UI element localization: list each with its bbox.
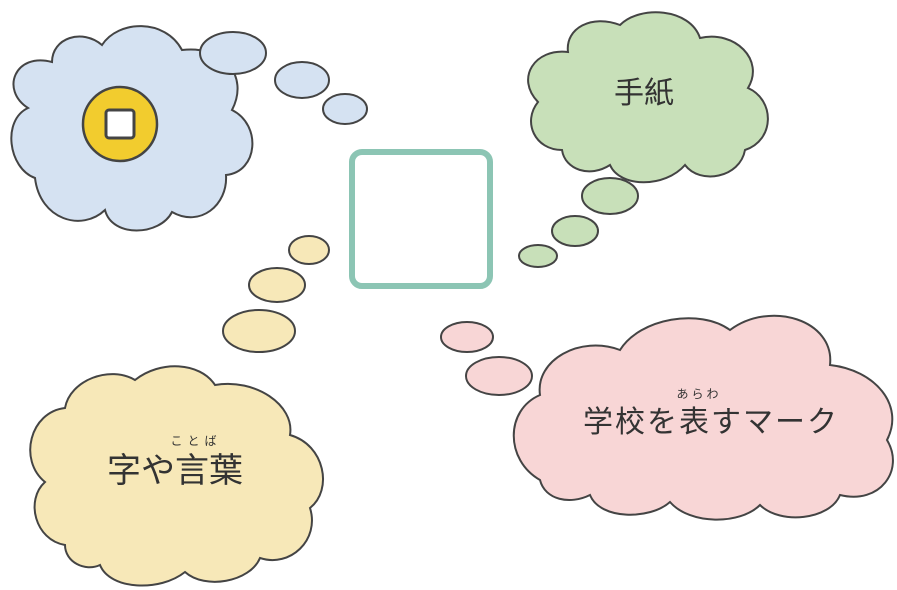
words-trail-dot-2 <box>248 267 306 303</box>
coin-trail-dot-1 <box>199 31 267 75</box>
coin-bubble <box>10 25 368 232</box>
school-mark-label: 学校を表すマーク <box>583 405 839 440</box>
words-trail-dot-3 <box>222 309 296 353</box>
words-bubble: 字や言葉 ことば <box>29 235 330 587</box>
letter-label: 手紙 <box>614 76 674 111</box>
school-mark-bubble-cloud <box>512 314 894 521</box>
coin-icon <box>81 85 159 163</box>
words-label: 字や言葉 <box>107 451 243 491</box>
school-mark-ruby: あらわ <box>676 387 721 401</box>
letter-trail-dot-3 <box>518 244 558 268</box>
school-mark-trail-dot-1 <box>440 321 494 353</box>
coin-trail-dot-3 <box>322 93 368 125</box>
letter-trail-dot-1 <box>581 177 639 215</box>
words-bubble-cloud <box>29 365 324 587</box>
words-trail-dot-1 <box>288 235 330 265</box>
words-ruby: ことば <box>170 434 221 448</box>
center-box <box>349 149 493 289</box>
letter-bubble: 手紙 <box>518 11 769 268</box>
school-mark-trail-dot-2 <box>465 356 533 396</box>
letter-trail-dot-2 <box>551 215 599 247</box>
school-mark-bubble: 学校を表すマーク あらわ <box>440 314 894 521</box>
coin-trail-dot-2 <box>274 61 330 99</box>
letter-bubble-cloud <box>527 11 769 184</box>
